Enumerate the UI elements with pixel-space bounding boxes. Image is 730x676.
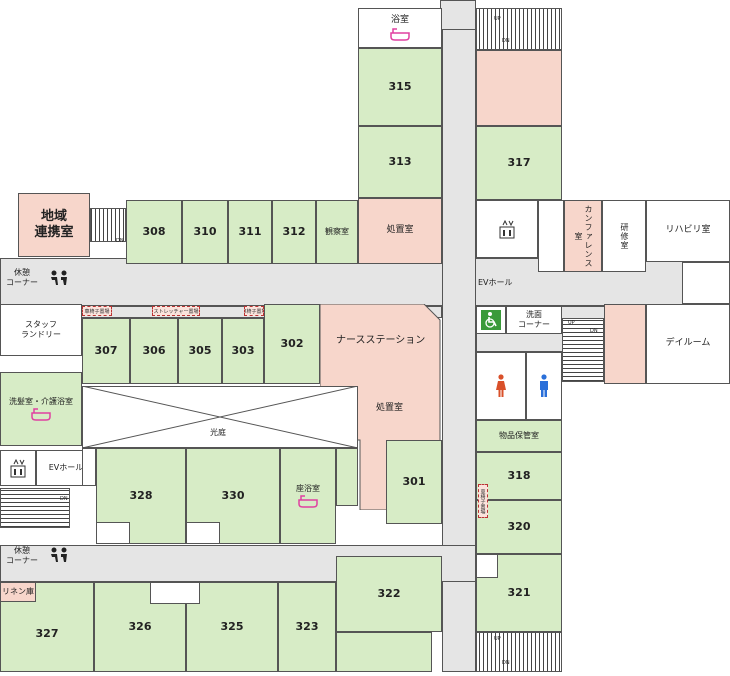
elevator-hall-top-right [476,200,538,258]
linen-storage-tag: リネン庫 [0,582,36,602]
room-325-closet [150,582,200,604]
stairs-right-mid [562,318,604,382]
room-310[interactable]: 310 [182,200,228,264]
room-306[interactable]: 306 [130,318,178,384]
room-320[interactable]: 320 [476,500,562,554]
room-unnamed-pink-right [604,304,646,384]
zayoku-room[interactable]: 座浴室 [280,448,336,544]
sempatsu-kaigo-room[interactable]: 洗髪室・介護浴室 [0,372,82,446]
room-322-annex [336,632,432,672]
kenshu-room[interactable]: 研修室 [602,200,646,272]
room-unnamed-left-mid [82,448,96,486]
rehab-annex [682,262,730,304]
room-325[interactable]: 325 [186,582,278,672]
zayoku-annex [336,448,358,506]
staff-laundry[interactable]: スタッフ ランドリー [0,304,82,356]
rest-people-icon [51,270,67,285]
courtyard-label: 光庭 [210,428,226,438]
room-313[interactable]: 313 [358,126,442,198]
stairs-left [0,488,70,528]
wheelchair-icon [481,310,501,330]
restroom-female[interactable] [476,352,526,420]
stairs-right-mid-up: UP [568,320,575,326]
stairs-top-up-label: UP [494,16,501,22]
elevator-icon [10,458,26,478]
restroom-female-icon [496,374,506,397]
floor-top-strip [440,0,476,30]
room-312[interactable]: 312 [272,200,316,264]
room-330-closet [186,522,220,544]
ev-hall-center-label: EVホール [478,278,513,287]
nurse-station-label[interactable]: ナースステーション [336,335,426,346]
kyukei-corner-top-label: 休憩 コーナー [6,268,38,287]
bath-room-top-label: 浴室 [390,15,409,26]
elevator-icon [499,219,515,239]
room-303[interactable]: 303 [222,318,264,384]
stairs-bottom-dn-label: DN [502,660,510,666]
shochi-room-top[interactable]: 処置室 [358,198,442,264]
rehab-room[interactable]: リハビリ室 [646,200,730,262]
elevator-left [0,450,36,486]
bathtub-icon [390,27,410,41]
room-322[interactable]: 322 [336,556,442,632]
stairs-top-right [476,8,562,50]
stretcher-storage: ストレッチャー置場 [152,306,200,316]
rest-people-icon [51,547,67,562]
staff-laundry-label: スタッフ ランドリー [21,320,61,339]
stairs-top-dn-label: DN [502,38,510,44]
sempatsu-kaigo-label: 洗髪室・介護浴室 [9,397,73,406]
day-room[interactable]: デイルーム [646,304,730,384]
conference-room[interactable]: カンファレンス室 [564,200,602,272]
kansatsu-room[interactable]: 観察室 [316,200,358,264]
stairs-bottom-up-label: UP [494,636,501,642]
room-unnamed-top-right [538,200,564,272]
room-317[interactable]: 317 [476,126,562,200]
stairs-upper-left-dn: DN [116,238,124,244]
wheelchair-storage-b: 車椅子置場 [244,306,264,316]
wheelchair-restroom[interactable] [476,306,506,334]
conference-room-label: カンファレンス室 [574,204,593,268]
bathtub-icon [298,495,318,508]
chiiki-renkei-room[interactable]: 地域 連携室 [18,193,90,257]
room-318[interactable]: 318 [476,452,562,500]
room-321-closet [476,554,498,578]
room-323[interactable]: 323 [278,582,336,672]
stairs-right-mid-dn: DN [590,328,598,334]
room-unnamed-pink-top [476,50,562,126]
stairs-upper-left [90,208,126,242]
stairs-left-dn: DN [60,496,68,502]
wheelchair-storage-a: 車椅子置場 [82,306,112,316]
room-311[interactable]: 311 [228,200,272,264]
room-307[interactable]: 307 [82,318,130,384]
bath-room-top: 浴室 [358,8,442,48]
kyukei-corner-bottom-label: 休憩 コーナー [6,546,38,565]
shochi-room-mid-label[interactable]: 処置室 [376,403,404,413]
courtyard [82,386,358,448]
wheelchair-storage-c: 車椅子置場 [478,484,488,518]
room-328-closet [96,522,130,544]
buppin-storage[interactable]: 物品保管室 [476,420,562,452]
room-301[interactable]: 301 [386,440,442,524]
senmen-corner[interactable]: 洗面 コーナー [506,306,562,334]
restroom-male[interactable] [526,352,562,420]
kenshu-room-label: 研修室 [620,222,629,250]
room-302[interactable]: 302 [264,304,320,384]
bathtub-icon [31,408,51,421]
room-315[interactable]: 315 [358,48,442,126]
zayoku-label: 座浴室 [296,484,320,493]
restroom-male-icon [540,374,548,397]
room-305[interactable]: 305 [178,318,222,384]
stairs-bottom-right [476,632,562,672]
room-308[interactable]: 308 [126,200,182,264]
